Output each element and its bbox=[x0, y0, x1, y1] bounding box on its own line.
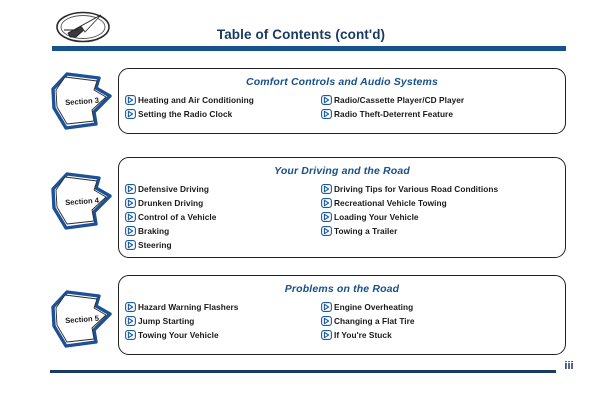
toc-item-label: Hazard Warning Flashers bbox=[138, 302, 239, 312]
toc-item[interactable]: Radio/Cassette Player/CD Player bbox=[321, 93, 464, 107]
toc-item[interactable]: Engine Overheating bbox=[321, 300, 415, 314]
section-5-column-1: Hazard Warning Flashers Jump Starting To… bbox=[125, 300, 238, 342]
toc-item[interactable]: Loading Your Vehicle bbox=[321, 210, 498, 224]
toc-item-label: Towing Your Vehicle bbox=[138, 330, 219, 340]
triangle-bullet-icon bbox=[321, 224, 334, 238]
section-tag-5[interactable]: Section 5 bbox=[44, 286, 118, 352]
section-heading-3: Comfort Controls and Audio Systems bbox=[246, 76, 438, 88]
section-4-column-1: Defensive Driving Drunken Driving Contro… bbox=[125, 182, 216, 252]
section-box-5: Problems on the Road Hazard Warning Flas… bbox=[118, 275, 566, 355]
page-header: Table of Contents (cont'd) bbox=[0, 0, 602, 58]
toc-item-label: Driving Tips for Various Road Conditions bbox=[334, 184, 499, 194]
page-number: iii bbox=[564, 360, 574, 372]
triangle-bullet-icon bbox=[125, 224, 138, 238]
header-rule bbox=[52, 46, 566, 51]
section-box-4: Your Driving and the Road Defensive Driv… bbox=[118, 157, 566, 258]
section-5-column-2: Engine Overheating Changing a Flat Tire … bbox=[321, 300, 415, 342]
toc-item-label: Engine Overheating bbox=[334, 302, 414, 312]
toc-item-label: Recreational Vehicle Towing bbox=[334, 198, 447, 208]
toc-item[interactable]: Defensive Driving bbox=[125, 182, 216, 196]
section-heading-5: Problems on the Road bbox=[284, 283, 400, 295]
toc-item[interactable]: Steering bbox=[125, 238, 216, 252]
triangle-bullet-icon bbox=[125, 196, 138, 210]
section-heading-4: Your Driving and the Road bbox=[274, 165, 410, 177]
toc-item[interactable]: Changing a Flat Tire bbox=[321, 314, 415, 328]
toc-item[interactable]: Driving Tips for Various Road Conditions bbox=[321, 182, 498, 196]
triangle-bullet-icon bbox=[321, 210, 334, 224]
triangle-bullet-icon bbox=[321, 107, 334, 121]
toc-item[interactable]: Jump Starting bbox=[125, 314, 238, 328]
section-3-column-1: Heating and Air Conditioning Setting the… bbox=[125, 93, 254, 121]
page-title: Table of Contents (cont'd) bbox=[216, 27, 386, 42]
toc-item-label: Drunken Driving bbox=[138, 198, 204, 208]
toc-item[interactable]: Heating and Air Conditioning bbox=[125, 93, 254, 107]
toc-item[interactable]: If You're Stuck bbox=[321, 328, 415, 342]
toc-item-label: Loading Your Vehicle bbox=[334, 212, 419, 222]
toc-item[interactable]: Towing Your Vehicle bbox=[125, 328, 238, 342]
section-box-3: Comfort Controls and Audio Systems Heati… bbox=[118, 68, 566, 134]
footer-rule bbox=[50, 370, 556, 373]
toc-item-label: Changing a Flat Tire bbox=[334, 316, 415, 326]
section-tag-4[interactable]: Section 4 bbox=[44, 168, 118, 234]
triangle-bullet-icon bbox=[125, 107, 138, 121]
toc-item[interactable]: Setting the Radio Clock bbox=[125, 107, 254, 121]
toc-item-label: Radio Theft-Deterrent Feature bbox=[334, 109, 454, 119]
oldsmobile-rocket-logo-icon bbox=[54, 10, 112, 44]
toc-item-label: Radio/Cassette Player/CD Player bbox=[334, 95, 465, 105]
toc-item[interactable]: Recreational Vehicle Towing bbox=[321, 196, 498, 210]
toc-item-label: If You're Stuck bbox=[334, 330, 392, 340]
toc-item[interactable]: Radio Theft-Deterrent Feature bbox=[321, 107, 464, 121]
toc-item[interactable]: Braking bbox=[125, 224, 216, 238]
triangle-bullet-icon bbox=[321, 93, 334, 107]
toc-item-label: Heating and Air Conditioning bbox=[138, 95, 254, 105]
toc-item-label: Steering bbox=[138, 240, 172, 250]
toc-item[interactable]: Towing a Trailer bbox=[321, 224, 498, 238]
section-3-column-2: Radio/Cassette Player/CD Player Radio Th… bbox=[321, 93, 464, 121]
triangle-bullet-icon bbox=[125, 314, 138, 328]
toc-item-label: Towing a Trailer bbox=[334, 226, 398, 236]
section-tag-3[interactable]: Section 3 bbox=[44, 68, 118, 134]
triangle-bullet-icon bbox=[321, 196, 334, 210]
triangle-bullet-icon bbox=[125, 238, 138, 252]
toc-item[interactable]: Drunken Driving bbox=[125, 196, 216, 210]
toc-item-label: Braking bbox=[138, 226, 170, 236]
section-4-column-2: Driving Tips for Various Road Conditions… bbox=[321, 182, 498, 238]
toc-item[interactable]: Control of a Vehicle bbox=[125, 210, 216, 224]
triangle-bullet-icon bbox=[125, 182, 138, 196]
triangle-bullet-icon bbox=[125, 210, 138, 224]
triangle-bullet-icon bbox=[125, 93, 138, 107]
toc-item[interactable]: Hazard Warning Flashers bbox=[125, 300, 238, 314]
triangle-bullet-icon bbox=[321, 300, 334, 314]
triangle-bullet-icon bbox=[321, 328, 334, 342]
triangle-bullet-icon bbox=[125, 328, 138, 342]
toc-item-label: Setting the Radio Clock bbox=[138, 109, 233, 119]
triangle-bullet-icon bbox=[321, 182, 334, 196]
triangle-bullet-icon bbox=[321, 314, 334, 328]
toc-item-label: Jump Starting bbox=[138, 316, 195, 326]
triangle-bullet-icon bbox=[125, 300, 138, 314]
toc-item-label: Control of a Vehicle bbox=[138, 212, 217, 222]
toc-item-label: Defensive Driving bbox=[138, 184, 209, 194]
